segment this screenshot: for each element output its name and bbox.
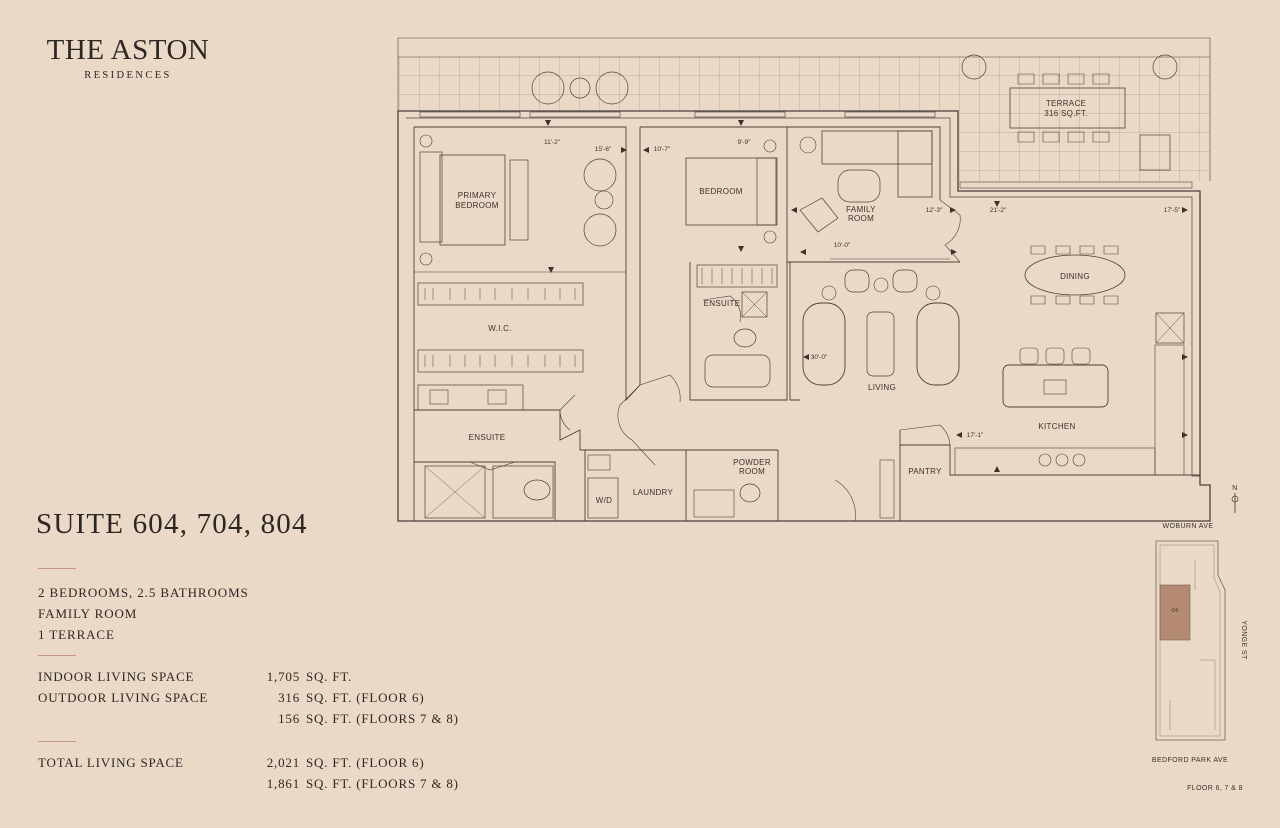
room-label-primary-ensuite: ENSUITE: [469, 433, 506, 442]
dim-kitchen-width: 17'-1": [967, 432, 984, 439]
feature-terrace: 1 TERRACE: [38, 627, 115, 642]
unit-number: 04: [1172, 608, 1179, 614]
divider: [38, 655, 76, 656]
terrace-paving-east: [958, 111, 1210, 181]
room-label-pantry: PANTRY: [908, 467, 942, 476]
area-value: 1,705: [266, 669, 300, 684]
divider: [38, 741, 76, 742]
room-label-primary-bedroom: PRIMARY: [458, 191, 497, 200]
area-value: 156: [278, 711, 300, 726]
north-arrow-icon: N: [1232, 485, 1237, 492]
room-label-primary-bedroom-2: BEDROOM: [455, 201, 498, 210]
dim-bedroom-depth: 9'-9": [738, 139, 752, 146]
outer-wall: [397, 110, 1211, 522]
terrace-area-label: 316 SQ.FT.: [1044, 109, 1087, 118]
feature-bedrooms: 2 BEDROOMS, 2.5 BATHROOMS: [38, 585, 249, 600]
dim-family-depth: 12'-3": [926, 207, 943, 214]
total-unit: SQ. FT. (FLOOR 6): [306, 755, 425, 770]
room-label-family-room: FAMILY: [846, 205, 876, 214]
area-value: 316: [278, 690, 300, 705]
area-unit: SQ. FT.: [306, 669, 353, 684]
divider: [38, 568, 76, 569]
total-unit: SQ. FT. (FLOORS 7 & 8): [306, 776, 459, 791]
total-value: 2,021: [266, 755, 300, 770]
street-bedford-park: BEDFORD PARK AVE: [1152, 757, 1228, 764]
room-label-kitchen: KITCHEN: [1038, 422, 1075, 431]
washer-dryer-label: W/D: [596, 496, 612, 505]
room-label-ensuite: ENSUITE: [704, 299, 741, 308]
key-plan: N WOBURN AVE 04 YONGE ST BEDFORD PARK AV…: [1152, 485, 1247, 792]
area-label: OUTDOOR LIVING SPACE: [38, 690, 209, 705]
room-label-laundry: LAUNDRY: [633, 488, 674, 497]
area-label: INDOOR LIVING SPACE: [38, 669, 195, 684]
street-yonge: YONGE ST: [1240, 620, 1247, 660]
brand-logo: THE ASTON RESIDENCES: [38, 34, 218, 81]
room-label-powder-room-2: ROOM: [739, 467, 765, 476]
dim-terrace-width: 21'-2": [990, 207, 1007, 214]
room-label-bedroom: BEDROOM: [699, 187, 742, 196]
terrace-paving: [398, 57, 1210, 111]
brand-title: THE ASTON: [46, 34, 210, 66]
room-label-family-room-2: ROOM: [848, 214, 874, 223]
area-unit: SQ. FT. (FLOORS 7 & 8): [306, 711, 459, 726]
room-label-powder-room: POWDER: [733, 458, 771, 467]
total-label: TOTAL LIVING SPACE: [38, 755, 184, 770]
dim-primary-depth: 15'-6": [595, 146, 612, 153]
total-value: 1,861: [266, 776, 300, 791]
area-unit: SQ. FT. (FLOOR 6): [306, 690, 425, 705]
dim-living-depth: 30'-0": [811, 354, 828, 361]
brand-subtitle: RESIDENCES: [84, 70, 172, 81]
dim-bedroom-width: 10'-7": [654, 146, 671, 153]
room-label-dining: DINING: [1060, 272, 1090, 281]
room-label-wic: W.I.C.: [488, 324, 512, 333]
suite-title: SUITE 604, 704, 804: [36, 508, 308, 540]
unit-highlight: [1159, 584, 1191, 641]
dim-dining-depth: 17'-5": [1164, 207, 1181, 214]
room-label-terrace: TERRACE: [1046, 99, 1086, 108]
street-woburn: WOBURN AVE: [1163, 523, 1214, 530]
floors-label: FLOOR 6, 7 & 8: [1187, 785, 1243, 792]
dim-primary-width: 11'-2": [544, 139, 561, 146]
room-label-living: LIVING: [868, 383, 896, 392]
feature-family-room: FAMILY ROOM: [38, 606, 138, 621]
dim-family-width: 10'-0": [834, 242, 851, 249]
